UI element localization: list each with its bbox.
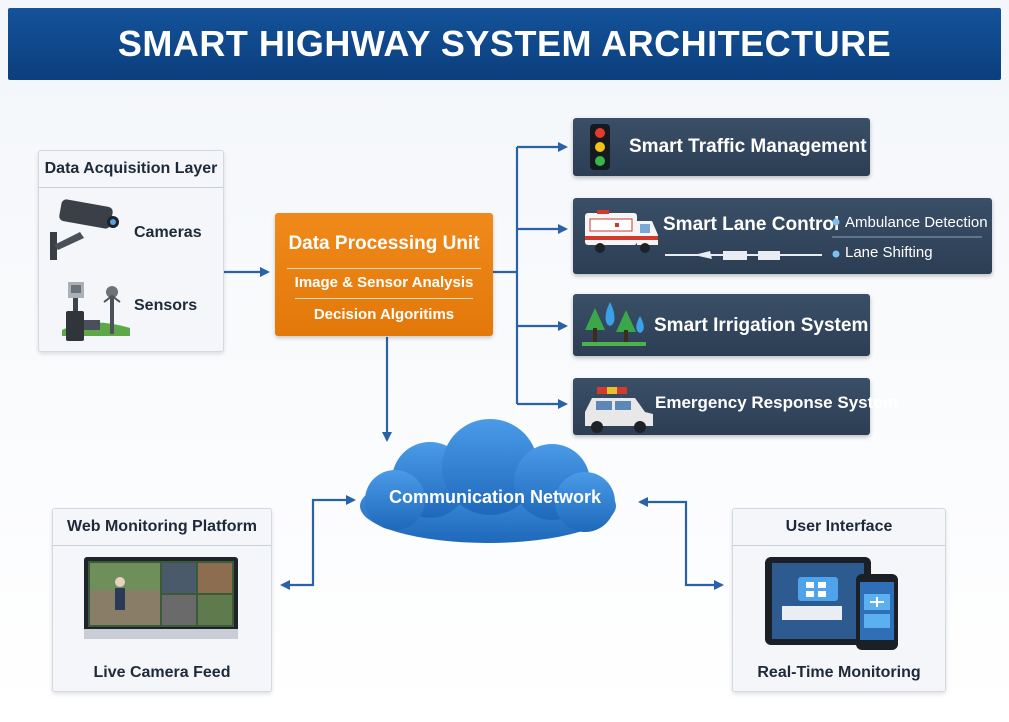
emergency-car-icon bbox=[585, 387, 653, 433]
cctv-camera-icon bbox=[50, 199, 119, 260]
web-monitoring-caption: Live Camera Feed bbox=[93, 664, 231, 681]
user-interface-title: User Interface bbox=[733, 509, 945, 546]
processing-divider-mid bbox=[295, 298, 473, 299]
output-traffic-title: Smart Traffic Management bbox=[629, 136, 867, 157]
acquisition-title: Data Acquisition Layer bbox=[39, 151, 223, 188]
sensor-post-icon bbox=[62, 282, 130, 341]
lane-bullet-shifting: Lane Shifting bbox=[845, 244, 933, 261]
title-banner: SMART HIGHWAY SYSTEM ARCHITECTURE bbox=[8, 8, 1001, 80]
processing-title: Data Processing Unit bbox=[288, 233, 480, 254]
web-monitoring-title: Web Monitoring Platform bbox=[53, 509, 271, 546]
monitor-icon bbox=[84, 557, 238, 639]
output-lane-title: Smart Lane Control bbox=[663, 214, 840, 235]
page-title: SMART HIGHWAY SYSTEM ARCHITECTURE bbox=[117, 23, 892, 64]
cloud-icon bbox=[360, 419, 616, 543]
output-irrigation-title: Smart Irrigation System bbox=[654, 315, 869, 336]
acquisition-item-sensors: Sensors bbox=[134, 297, 198, 314]
traffic-light-icon bbox=[590, 124, 610, 170]
ambulance-icon bbox=[585, 210, 658, 253]
arrow-network-ui bbox=[638, 497, 724, 590]
output-emergency-title: Emergency Response System bbox=[655, 393, 898, 412]
processing-divider-top bbox=[287, 268, 481, 269]
output-traffic-management: Smart Traffic Management bbox=[573, 118, 870, 176]
acquisition-item-cameras: Cameras bbox=[134, 224, 202, 241]
processing-line-decision: Decision Algoritims bbox=[313, 306, 455, 323]
output-emergency: Emergency Response System bbox=[573, 378, 898, 435]
lane-shift-graphic bbox=[665, 218, 982, 260]
user-interface-caption: Real-Time Monitoring bbox=[757, 664, 921, 681]
network-label: Communication Network bbox=[389, 487, 602, 507]
lane-bullet-ambulance: Ambulance Detection bbox=[845, 214, 988, 231]
processing-unit-box: Data Processing Unit Image & Sensor Anal… bbox=[275, 213, 493, 336]
water-trees-icon bbox=[582, 302, 646, 346]
processing-line-analysis: Image & Sensor Analysis bbox=[294, 274, 474, 291]
arrow-network-web bbox=[280, 495, 356, 590]
tablet-phone-icon bbox=[765, 557, 898, 650]
